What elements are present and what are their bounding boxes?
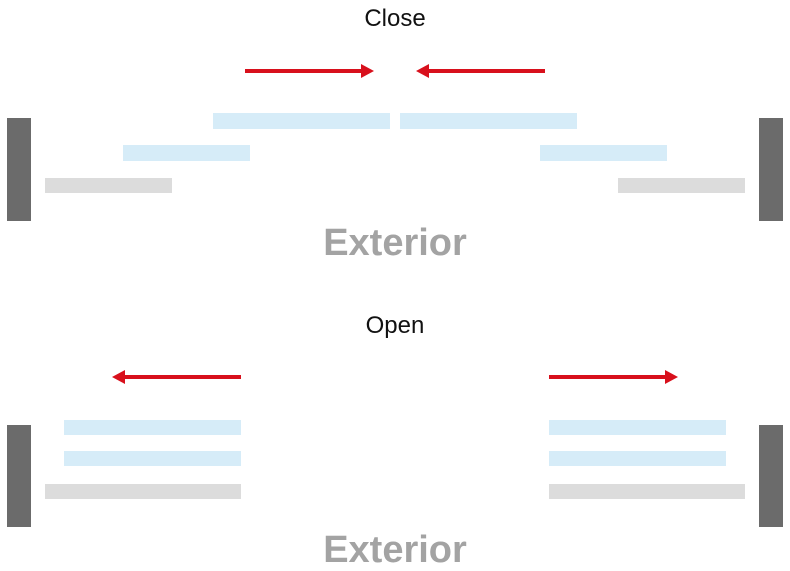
close-glass-panel-left-middle bbox=[123, 145, 250, 161]
open-exterior-label: Exterior bbox=[323, 529, 467, 571]
open-glass-panel-right-top bbox=[549, 420, 726, 435]
close-exterior-label: Exterior bbox=[323, 222, 467, 264]
open-wall-post-left bbox=[7, 425, 31, 527]
close-frame-track-right bbox=[618, 178, 745, 193]
open-glass-panel-left-top bbox=[64, 420, 241, 435]
open-title: Open bbox=[365, 312, 425, 339]
close-title: Close bbox=[364, 5, 426, 32]
close-glass-panel-left-top bbox=[213, 113, 390, 129]
close-glass-panel-right-top bbox=[400, 113, 577, 129]
open-wall-post-right bbox=[759, 425, 783, 527]
open-glass-panel-left-bottom bbox=[64, 451, 241, 466]
close-arrow-left-to-center-icon bbox=[245, 64, 374, 78]
open-frame-track-left bbox=[45, 484, 241, 499]
close-wall-post-left bbox=[7, 118, 31, 221]
close-wall-post-right bbox=[759, 118, 783, 221]
open-arrow-left-outward-icon bbox=[112, 370, 241, 384]
close-arrow-right-to-center-icon bbox=[416, 64, 545, 78]
open-glass-panel-right-bottom bbox=[549, 451, 726, 466]
close-frame-track-left bbox=[45, 178, 172, 193]
close-glass-panel-right-middle bbox=[540, 145, 667, 161]
open-frame-track-right bbox=[549, 484, 745, 499]
open-arrow-right-outward-icon bbox=[549, 370, 678, 384]
